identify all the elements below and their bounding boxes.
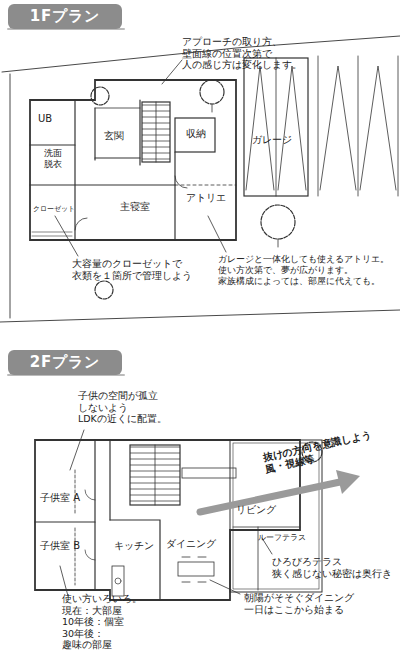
room-name: キッチン (114, 540, 154, 552)
note-text: 子供の空間が孤立 しないよう LDKの近くに配置。 (78, 390, 167, 425)
note-text: アプローチの取り方、壁面線の位置次第で 人の感じ方は変化します。 (182, 36, 302, 71)
room-name: 子供室 A (40, 492, 80, 504)
room-name: UB (38, 113, 52, 125)
room-name: アトリエ (186, 192, 226, 204)
note-text: ひろびろテラス 狭く感じない秘密は奥行き (272, 556, 392, 579)
section-tab: 2Fプラン (8, 350, 122, 375)
section-heading: 1Fプラン (30, 7, 101, 26)
room-name: 収納 (186, 128, 206, 140)
section-tab: 1Fプラン (8, 4, 122, 29)
note-text: 抜けの方向を意識しよう 風・視線等 (262, 429, 375, 476)
room-name: クローゼット (33, 205, 75, 214)
room-name: ガレージ (252, 134, 292, 146)
note-text: 朝陽がそそぐダイニング 一日はここから始まる (244, 592, 354, 615)
note-text: 洗面 脱衣 (44, 148, 62, 170)
room-name: ルーフテラス (258, 533, 306, 543)
room-name: 玄関 (104, 130, 124, 142)
note-text: 使い方いろいろ。 現在：大部屋 10年後：個室 30年後：趣味の部屋 (62, 593, 142, 651)
room-name: リビング (236, 504, 276, 516)
room-name: 主寝室 (120, 201, 150, 213)
section-heading: 2Fプラン (30, 353, 101, 372)
room-name: 子供室 B (40, 540, 80, 552)
room-name: ダイニング (166, 538, 216, 550)
note-text: 大容量のクローゼットで 衣類を１箇所で管理しよう (72, 258, 192, 281)
note-text: ガレージと一体化しても使えるアトリエ。 使い方次第で、夢が広がります。 家族構成… (218, 254, 389, 287)
